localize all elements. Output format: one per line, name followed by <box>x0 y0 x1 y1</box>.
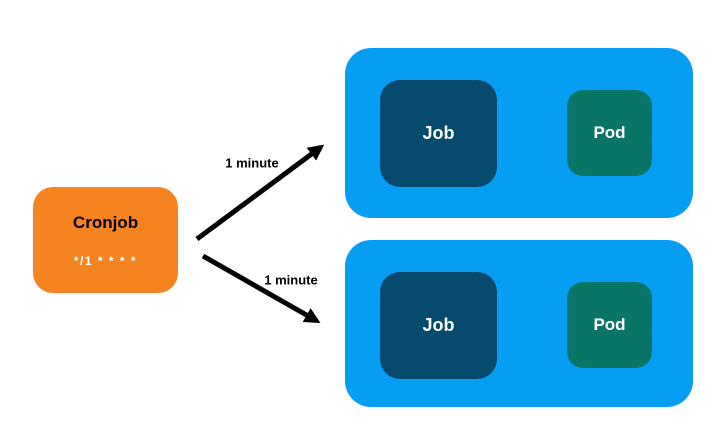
pod-node-top: Pod <box>567 90 652 176</box>
pod-label: Pod <box>593 315 626 334</box>
group-container-bottom: Job Pod <box>345 240 693 407</box>
pod-node-bottom: Pod <box>567 282 652 368</box>
pod-label: Pod <box>593 123 626 142</box>
job-node-top: Job <box>380 80 497 187</box>
edge-label-1-minute-top: 1 minute <box>225 155 279 171</box>
group-container-top: Job Pod <box>345 48 693 218</box>
cronjob-schedule: */1 * * * * <box>73 253 138 268</box>
job-node-bottom: Job <box>380 272 497 379</box>
cronjob-label: Cronjob <box>72 212 139 232</box>
cronjob-node: Cronjob */1 * * * * <box>33 187 178 293</box>
cronjob-to-group2-arrow <box>201 253 321 324</box>
job-label: Job <box>422 315 455 335</box>
edge-label-1-minute-bottom: 1 minute <box>264 272 318 288</box>
job-label: Job <box>422 123 455 143</box>
